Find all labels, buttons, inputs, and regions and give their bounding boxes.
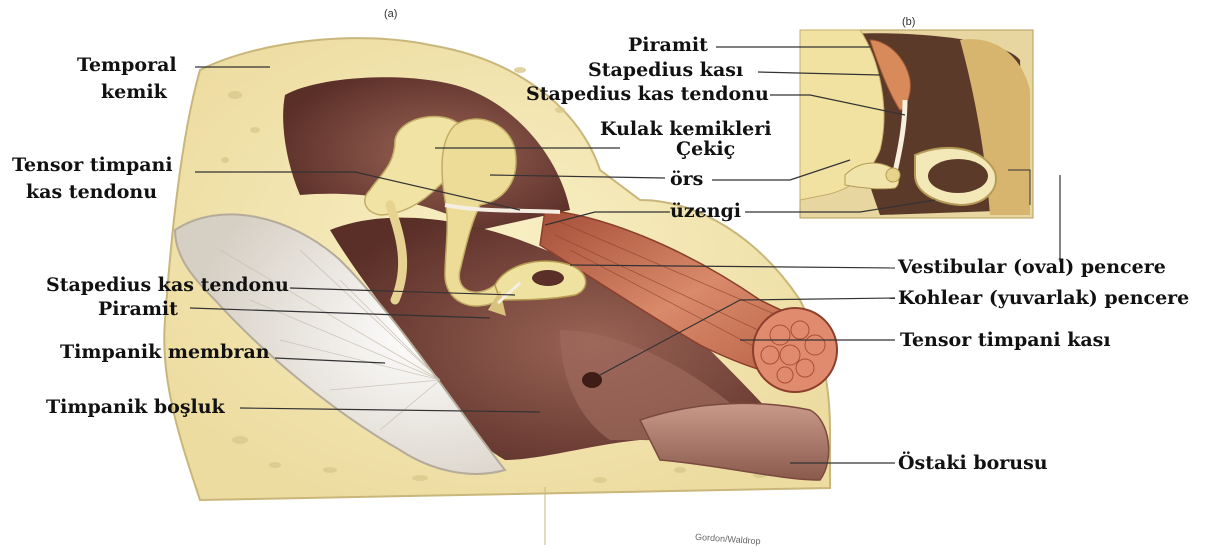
label-piramit-b: Piramit <box>628 36 708 55</box>
label-stapedius-kasi: Stapedius kası <box>588 61 743 80</box>
inset-stapes-foramen <box>928 159 988 193</box>
label-kulak-kemikleri: Kulak kemikleri <box>600 120 772 139</box>
label-kohlear-window: Kohlear (yuvarlak) pencere <box>898 289 1189 308</box>
label-tensor-tendon-2: kas tendonu <box>26 183 157 202</box>
label-uzengi: üzengi <box>670 202 741 221</box>
stapes-foramen <box>532 270 564 286</box>
label-stapedius-tendon-b: Stapedius kas tendonu <box>526 85 769 104</box>
label-timpanik-membran: Timpanik membran <box>60 343 270 362</box>
tensor-tympani-cross-section <box>753 308 837 392</box>
label-vestibular-window: Vestibular (oval) pencere <box>898 258 1166 277</box>
label-temporal-1: Temporal <box>77 56 177 75</box>
panel-a-label: (a) <box>384 8 397 20</box>
label-ostaki-borusu: Östaki borusu <box>898 454 1048 473</box>
round-window <box>582 372 602 388</box>
inset-stapes-head <box>886 168 900 182</box>
label-stapedius-tendon-a: Stapedius kas tendonu <box>46 276 289 295</box>
label-piramit-a: Piramit <box>98 300 178 319</box>
panel-b <box>800 30 1033 218</box>
label-cekic: Çekiç <box>676 140 735 159</box>
label-timpanik-bosluk: Timpanik boşluk <box>46 398 225 417</box>
label-temporal-2: kemik <box>101 83 167 102</box>
label-tensor-tendon-1: Tensor timpani <box>12 156 173 175</box>
panel-b-label: (b) <box>902 16 915 28</box>
label-ors: örs <box>670 170 703 189</box>
label-tensor-timpani-kasi: Tensor timpani kası <box>900 331 1111 350</box>
